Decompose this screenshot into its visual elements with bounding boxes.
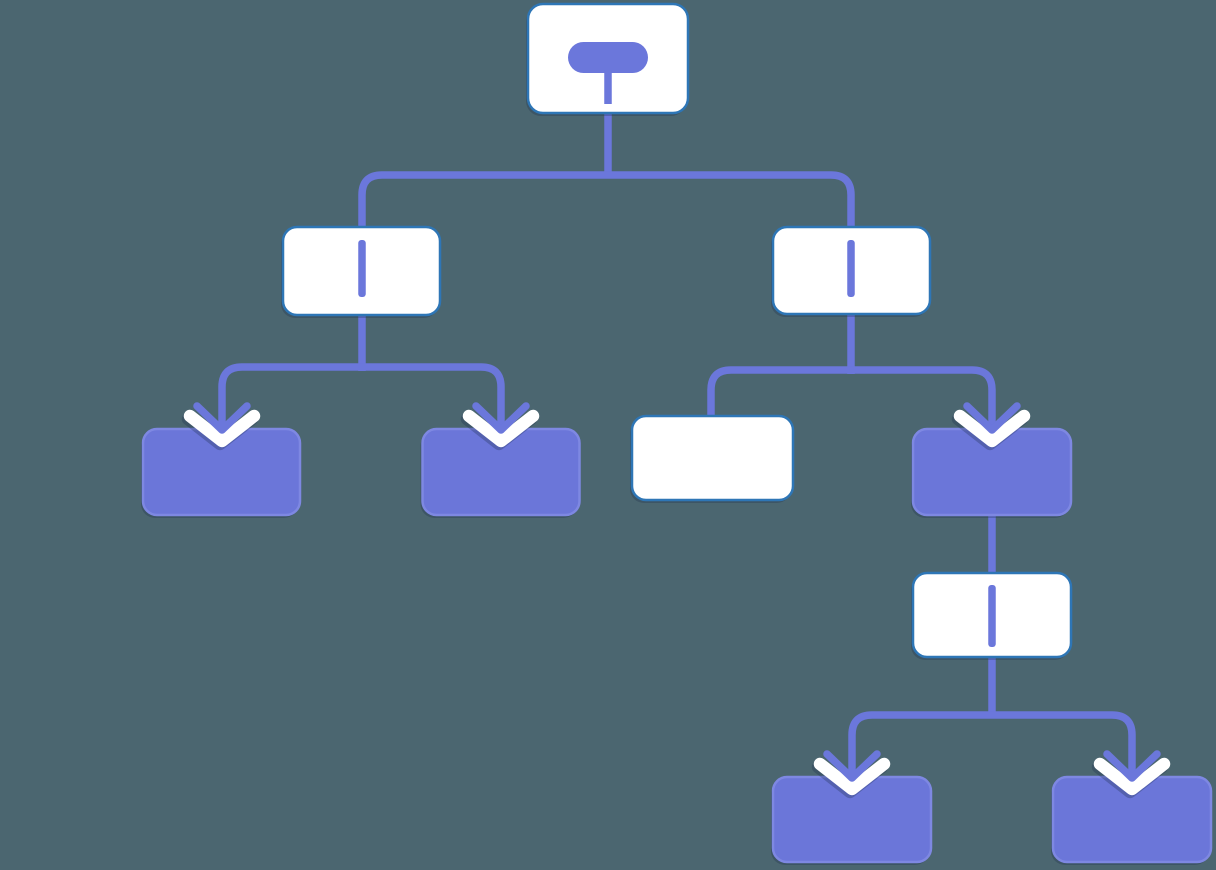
node-branch-left[interactable] xyxy=(281,225,442,318)
chevron-purple xyxy=(823,750,881,782)
chevron-purple xyxy=(1103,750,1161,782)
node-leaf-2[interactable] xyxy=(420,427,581,518)
vertical-line-icon xyxy=(847,240,855,297)
vertical-line-icon xyxy=(988,585,996,647)
node-branch-right[interactable] xyxy=(771,225,932,317)
chevron-arrow-icon xyxy=(811,750,891,799)
node-plain-child[interactable] xyxy=(630,414,795,503)
chevron-white xyxy=(1093,757,1171,796)
vertical-line-icon xyxy=(358,240,366,297)
node-leaf-3[interactable] xyxy=(771,775,933,865)
edge-bottom-split-bar xyxy=(848,711,1136,781)
node-root[interactable] xyxy=(526,2,690,116)
pill-stem-icon xyxy=(604,70,612,104)
chevron-arrow-icon xyxy=(1091,750,1171,799)
chevron-white xyxy=(813,757,891,796)
edge-root-split-bar xyxy=(358,171,855,231)
chevron-white xyxy=(953,409,1031,448)
chevron-arrow-icon xyxy=(181,402,261,451)
edge-right-split-bar xyxy=(707,366,996,433)
chevron-white xyxy=(183,409,261,448)
edge-left-split-bar xyxy=(218,363,505,433)
connector-layer xyxy=(218,110,1136,781)
node-layer xyxy=(141,2,1213,865)
chevron-arrow-icon xyxy=(460,402,540,451)
arrow-marker-layer xyxy=(181,402,1171,799)
node-leaf-1[interactable] xyxy=(141,427,302,518)
node-body xyxy=(630,414,795,502)
pill-icon xyxy=(568,42,648,73)
node-branch-bottom[interactable] xyxy=(911,571,1073,660)
chevron-white xyxy=(462,409,540,448)
chevron-purple xyxy=(193,402,251,434)
chevron-arrow-icon xyxy=(951,402,1031,451)
node-mid-action[interactable] xyxy=(911,427,1073,518)
chevron-purple xyxy=(963,402,1021,434)
node-leaf-4[interactable] xyxy=(1051,775,1213,865)
chevron-purple xyxy=(472,402,530,434)
